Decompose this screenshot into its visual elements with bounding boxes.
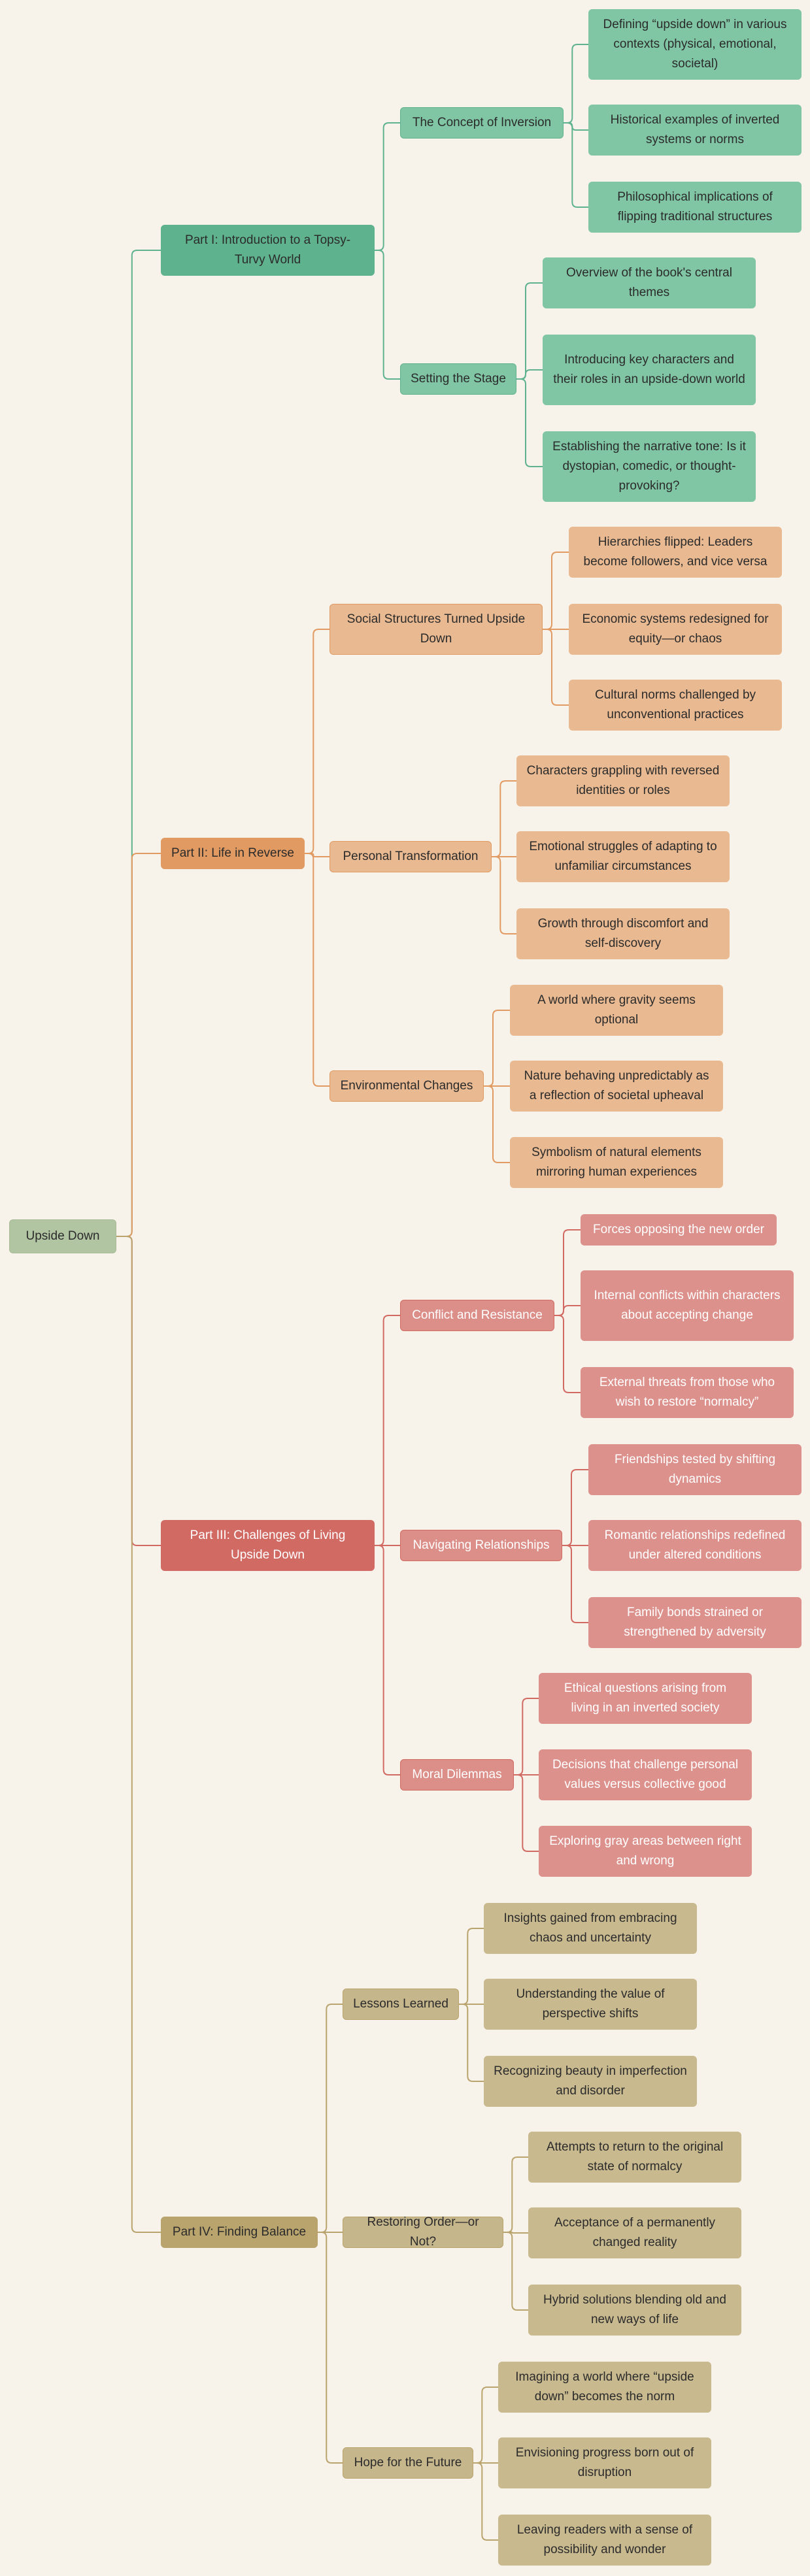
edge-part-2-sub-3 — [305, 853, 329, 1087]
leaf-node-1-1-3[interactable]: Philosophical implications of flipping t… — [588, 182, 802, 233]
edge-sub-4-2-leaf-2 — [503, 2232, 528, 2234]
edge-sub-2-3-leaf-3 — [484, 1085, 510, 1163]
subtopic-node-1-2[interactable]: Setting the Stage — [400, 363, 516, 395]
subtopic-node-4-2[interactable]: Restoring Order—or Not? — [343, 2215, 503, 2249]
leaf-node-3-3-2[interactable]: Decisions that challenge personal values… — [539, 1749, 752, 1800]
leaf-node-2-2-3[interactable]: Growth through discomfort and self-disco… — [516, 908, 730, 959]
edge-sub-4-2-leaf-1 — [503, 2156, 528, 2233]
edge-sub-3-3-leaf-1 — [514, 1698, 539, 1775]
leaf-node-2-1-2[interactable]: Economic systems redesigned for equity—o… — [569, 604, 782, 655]
leaf-node-4-2-1[interactable]: Attempts to return to the original state… — [528, 2132, 741, 2183]
edge-sub-4-3-leaf-3 — [473, 2462, 498, 2541]
subtopic-node-4-1[interactable]: Lessons Learned — [343, 1989, 459, 2020]
edge-sub-1-2-leaf-3 — [516, 378, 543, 467]
leaf-node-4-2-2[interactable]: Acceptance of a permanently changed real… — [528, 2207, 741, 2258]
edge-sub-4-1-leaf-3 — [459, 2004, 484, 2082]
leaf-node-2-2-2[interactable]: Emotional struggles of adapting to unfam… — [516, 831, 730, 882]
part-node-4[interactable]: Part IV: Finding Balance — [161, 2217, 318, 2248]
subtopic-node-3-3[interactable]: Moral Dilemmas — [400, 1759, 514, 1791]
leaf-node-4-2-3[interactable]: Hybrid solutions blending old and new wa… — [528, 2285, 741, 2336]
leaf-node-4-1-1[interactable]: Insights gained from embracing chaos and… — [484, 1903, 697, 1954]
leaf-node-2-3-3[interactable]: Symbolism of natural elements mirroring … — [510, 1137, 723, 1188]
subtopic-node-3-2[interactable]: Navigating Relationships — [400, 1530, 562, 1561]
subtopic-node-2-1[interactable]: Social Structures Turned Upside Down — [329, 604, 543, 655]
leaf-node-3-1-3[interactable]: External threats from those who wish to … — [581, 1367, 794, 1418]
edge-part-3-sub-1 — [375, 1315, 400, 1546]
edge-sub-2-3-leaf-1 — [484, 1010, 510, 1087]
subtopic-node-2-2[interactable]: Personal Transformation — [329, 841, 492, 872]
leaf-node-1-2-2[interactable]: Introducing key characters and their rol… — [543, 335, 756, 405]
subtopic-node-4-3[interactable]: Hope for the Future — [343, 2447, 473, 2479]
edge-sub-1-2-leaf-2 — [516, 369, 543, 380]
edge-sub-2-2-leaf-3 — [492, 856, 516, 934]
edge-sub-1-1-leaf-2 — [564, 122, 588, 131]
leaf-node-2-3-1[interactable]: A world where gravity seems optional — [510, 985, 723, 1036]
edge-sub-3-2-leaf-3 — [562, 1545, 588, 1623]
edge-sub-4-1-leaf-1 — [459, 1928, 484, 2005]
edge-part-4-sub-1 — [318, 2004, 343, 2233]
root-node[interactable]: Upside Down — [9, 1219, 116, 1253]
edge-root-part-4 — [116, 1236, 161, 2233]
leaf-node-1-2-1[interactable]: Overview of the book's central themes — [543, 257, 756, 308]
edge-sub-3-3-leaf-3 — [514, 1774, 539, 1852]
edge-sub-2-2-leaf-1 — [492, 780, 516, 857]
edge-part-1-sub-2 — [375, 250, 400, 380]
edge-sub-4-3-leaf-1 — [473, 2386, 498, 2464]
edge-sub-3-1-leaf-1 — [554, 1229, 581, 1316]
edge-sub-1-2-leaf-1 — [516, 282, 543, 380]
leaf-node-3-1-2[interactable]: Internal conflicts within characters abo… — [581, 1270, 794, 1341]
subtopic-node-3-1[interactable]: Conflict and Resistance — [400, 1300, 554, 1331]
leaf-node-2-2-1[interactable]: Characters grappling with reversed ident… — [516, 755, 730, 806]
part-node-3[interactable]: Part III: Challenges of Living Upside Do… — [161, 1520, 375, 1571]
edge-sub-2-1-leaf-3 — [543, 629, 569, 706]
leaf-node-2-3-2[interactable]: Nature behaving unpredictably as a refle… — [510, 1061, 723, 1112]
edge-sub-3-1-leaf-2 — [554, 1305, 581, 1316]
edge-sub-4-2-leaf-3 — [503, 2232, 528, 2311]
leaf-node-2-1-1[interactable]: Hierarchies flipped: Leaders become foll… — [569, 527, 782, 578]
edge-part-2-sub-1 — [305, 629, 329, 854]
leaf-node-3-1-1[interactable]: Forces opposing the new order — [581, 1214, 777, 1246]
leaf-node-3-2-1[interactable]: Friendships tested by shifting dynamics — [588, 1444, 802, 1495]
leaf-node-1-2-3[interactable]: Establishing the narrative tone: Is it d… — [543, 431, 756, 502]
leaf-node-3-3-1[interactable]: Ethical questions arising from living in… — [539, 1673, 752, 1724]
leaf-node-4-3-3[interactable]: Leaving readers with a sense of possibil… — [498, 2515, 711, 2566]
part-node-2[interactable]: Part II: Life in Reverse — [161, 838, 305, 869]
subtopic-node-2-3[interactable]: Environmental Changes — [329, 1070, 484, 1102]
edge-root-part-1 — [116, 250, 161, 1237]
leaf-node-1-1-1[interactable]: Defining “upside down” in various contex… — [588, 9, 802, 80]
leaf-node-4-3-1[interactable]: Imagining a world where “upside down” be… — [498, 2362, 711, 2413]
part-node-1[interactable]: Part I: Introduction to a Topsy-Turvy Wo… — [161, 225, 375, 276]
edge-part-4-sub-3 — [318, 2232, 343, 2464]
edge-sub-1-1-leaf-1 — [564, 44, 588, 124]
leaf-node-3-2-2[interactable]: Romantic relationships redefined under a… — [588, 1520, 802, 1571]
edge-part-3-sub-3 — [375, 1545, 400, 1775]
edge-root-part-3 — [116, 1236, 161, 1546]
edge-root-part-2 — [116, 853, 161, 1237]
edge-part-1-sub-1 — [375, 122, 400, 251]
leaf-node-3-2-3[interactable]: Family bonds strained or strengthened by… — [588, 1597, 802, 1648]
leaf-node-3-3-3[interactable]: Exploring gray areas between right and w… — [539, 1826, 752, 1877]
edge-sub-2-1-leaf-1 — [543, 552, 569, 630]
leaf-node-4-1-2[interactable]: Understanding the value of perspective s… — [484, 1979, 697, 2030]
edge-sub-3-1-leaf-3 — [554, 1315, 581, 1393]
leaf-node-4-3-2[interactable]: Envisioning progress born out of disrupt… — [498, 2437, 711, 2488]
edge-sub-1-1-leaf-3 — [564, 122, 588, 208]
leaf-node-1-1-2[interactable]: Historical examples of inverted systems … — [588, 105, 802, 156]
leaf-node-2-1-3[interactable]: Cultural norms challenged by unconventio… — [569, 680, 782, 731]
subtopic-node-1-1[interactable]: The Concept of Inversion — [400, 107, 564, 139]
edge-sub-3-2-leaf-1 — [562, 1469, 588, 1546]
edge-part-2-sub-2 — [305, 853, 329, 857]
leaf-node-4-1-3[interactable]: Recognizing beauty in imperfection and d… — [484, 2056, 697, 2107]
